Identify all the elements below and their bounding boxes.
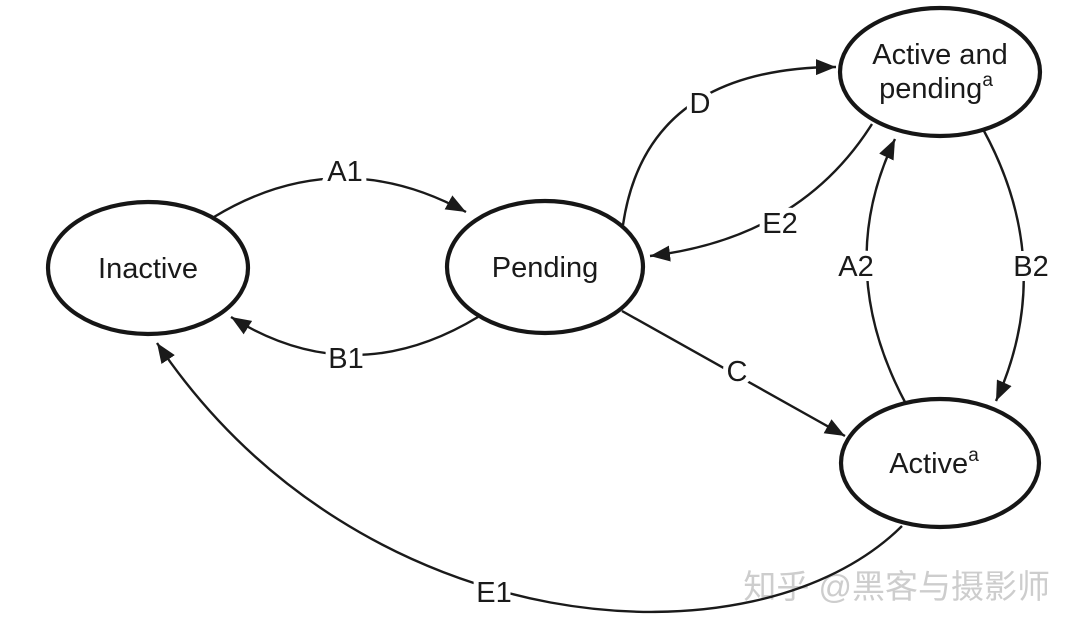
- node-active-and-pending-ellipse: [837, 5, 1043, 139]
- edge-c-label: C: [727, 356, 748, 388]
- node-active-and-pending-label-line1: Active and: [872, 39, 1007, 71]
- edge-labels: A1 B1 D E2 A2 B2 C E1: [322, 83, 1053, 614]
- node-active-and-pending-label-line2: pendinga: [879, 70, 993, 105]
- edge-b2-label: B2: [1013, 251, 1048, 283]
- edge-a1-label: A1: [327, 156, 362, 188]
- edge-c-arrow: [621, 309, 846, 438]
- edge-a1-arrow: [213, 177, 467, 219]
- node-active-and-pending-superscript: a: [982, 70, 993, 91]
- node-pending-ellipse: [444, 198, 646, 336]
- node-pending-label: Pending: [492, 252, 598, 284]
- edge-b2-arrow: [982, 130, 1025, 402]
- node-pending: Pending: [444, 198, 646, 336]
- edge-e2-label: E2: [762, 208, 797, 240]
- node-active-ellipse: [838, 396, 1042, 530]
- node-active-superscript: a: [968, 445, 979, 466]
- edge-b1-label: B1: [328, 343, 363, 375]
- edges: [156, 59, 1025, 614]
- edge-d-arrow: [621, 59, 837, 226]
- edge-e1-arrow: [156, 342, 903, 614]
- node-inactive-ellipse: [45, 199, 251, 337]
- edge-e1-label: E1: [476, 577, 511, 609]
- edge-a2-label: A2: [838, 251, 873, 283]
- nodes: Inactive Pending Active and pendinga Act…: [45, 5, 1043, 530]
- edge-e2-arrow: [649, 123, 874, 262]
- node-active-label: Activea: [889, 445, 979, 480]
- edge-a2-arrow: [865, 138, 908, 405]
- node-active: Activea: [838, 396, 1042, 530]
- edge-d-label: D: [690, 88, 711, 120]
- node-inactive-label: Inactive: [98, 253, 198, 285]
- edge-b1-arrow: [230, 315, 479, 357]
- node-active-and-pending: Active and pendinga: [837, 5, 1043, 139]
- node-inactive: Inactive: [45, 199, 251, 337]
- watermark: 知乎 @黑客与摄影师 知乎 @黑客与摄影师: [743, 568, 1052, 607]
- watermark-text: 知乎 @黑客与摄影师: [743, 568, 1050, 605]
